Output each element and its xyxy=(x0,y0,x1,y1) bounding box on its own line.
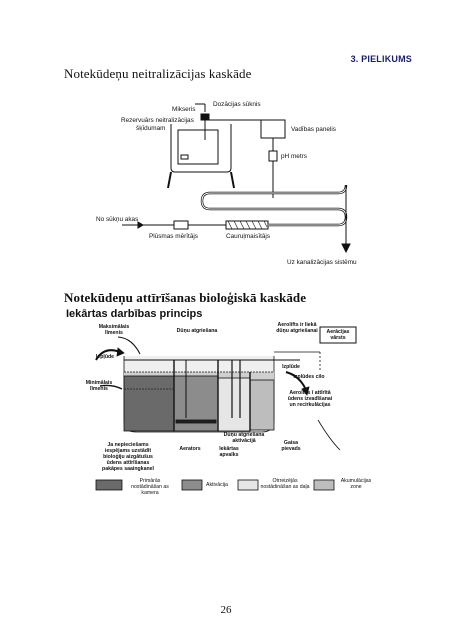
label-inlet: Iepļūde xyxy=(95,354,115,360)
label-to-sewer: Uz kanalizācijas sistēmu xyxy=(287,259,357,266)
primary-chamber xyxy=(123,375,175,432)
label-aerator: Aerators xyxy=(179,446,201,452)
label-sludge-drain: Dūņu atgriešana xyxy=(176,328,218,334)
label-control-panel: Vadības panelis xyxy=(291,126,337,133)
label-airlift: Aerolifts ir liekā dūņu atgriešanai xyxy=(276,322,318,334)
label-outlet: Izplūde xyxy=(282,364,300,370)
label-max-level: Maksimālais līmenis xyxy=(98,324,130,336)
secondary-chamber xyxy=(217,377,251,432)
reserve-container xyxy=(177,129,219,165)
label-dosing-pump: Dozācijas sūknis xyxy=(213,101,261,108)
legend-label-accumulation: Akumulācijas zone xyxy=(340,478,372,490)
label-outlet-tube: Izplūdes cilo xyxy=(293,374,325,380)
stirrer-icon xyxy=(180,154,189,160)
label-aeration-valve: Aerācijas vārsts xyxy=(326,329,350,341)
accumulation-chamber xyxy=(249,379,275,431)
legend-swatch-activation xyxy=(181,479,203,491)
control-panel xyxy=(260,119,286,139)
neutralization-tank xyxy=(170,124,232,173)
legend-label-activation: Aktivācija xyxy=(206,482,228,488)
ph-meter xyxy=(268,150,278,162)
legend-swatch-secondary xyxy=(237,479,259,491)
section1-title: Notekūdeņu neitralizācijas kaskāde xyxy=(64,66,252,81)
serpentine-coil xyxy=(200,184,348,227)
legend-label-secondary: Otrreizējās nostādināšan as daļa xyxy=(260,478,310,490)
legend-label-primary: Primārās nostādināšan as kamera xyxy=(131,478,169,496)
label-flowmeter: Plūsmas mērītājs xyxy=(149,233,199,240)
label-from-pump-well: No sūkņu akas xyxy=(96,216,139,223)
legend-swatch-accumulation xyxy=(313,479,335,491)
label-ph-meter: pH metrs xyxy=(281,153,307,160)
label-reserve-1: Rezervuārs neitralizācijas xyxy=(121,117,194,124)
label-mixer: Mikseris xyxy=(172,106,196,113)
label-reserve-2: šķīdumam xyxy=(136,125,166,132)
label-airlift-2: Aerolifts ī attīrītā ūdens izvadīšanai u… xyxy=(287,390,333,408)
label-air-supply: Gaisa pievads xyxy=(281,440,301,452)
appendix-label: 3. PIELIKUMS xyxy=(350,54,412,64)
section2-subtitle: Iekārtas darbības princips xyxy=(66,308,203,320)
label-cover: Iekārtas apvalks xyxy=(219,446,239,458)
label-sludge-activation: Dūņu atgriešana aktivācijā xyxy=(223,432,265,444)
page-number: 26 xyxy=(220,604,232,616)
label-min-level: Minimālais līmenis xyxy=(85,380,113,392)
legend-swatch-primary xyxy=(95,479,123,491)
section2-title: Notekūdeņu attīrīšanas bioloģiskā kaskād… xyxy=(64,290,307,305)
label-pipe-mixer: Cauruļmaisītājs xyxy=(226,233,271,240)
mixer-motor-icon xyxy=(200,113,210,121)
flowmeter-icon xyxy=(173,220,189,230)
label-note: Ja nepieciešams iespējams uzstādīt biolo… xyxy=(102,442,154,472)
